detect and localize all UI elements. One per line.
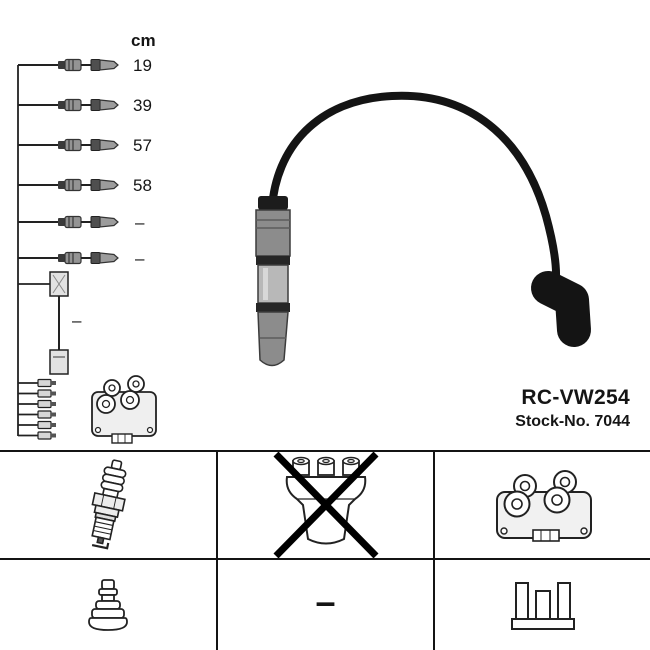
- cable-boot: [531, 271, 591, 347]
- cable-wire: [268, 91, 561, 292]
- cable-length-6: –: [135, 249, 145, 268]
- plug-terminal-icon: [88, 579, 128, 631]
- coil-lead-drawing: [49, 271, 69, 375]
- cable-row-6: [17, 251, 119, 265]
- distributor-cap-icon: [273, 452, 378, 558]
- cross-icon: [273, 452, 378, 558]
- cable-row-5: [17, 215, 119, 229]
- spark-plug-icon: [91, 459, 127, 550]
- cable-length-2: 39: [133, 96, 152, 115]
- coil-pack-small: [91, 375, 157, 444]
- legend-cell-ignition-coil: [433, 450, 650, 558]
- cable-length-5: –: [135, 213, 145, 232]
- coil-lead-length: –: [72, 311, 82, 330]
- coil-terminal-icon: [510, 582, 575, 630]
- cable-row-3: [17, 138, 119, 152]
- cable-length-4: 58: [133, 176, 152, 195]
- cable-length-1: 19: [133, 56, 152, 75]
- cable-length-3: 57: [133, 136, 152, 155]
- legend-cell-plug-terminal: [0, 558, 216, 650]
- cable-row-4: [17, 178, 119, 192]
- cable-rows: [17, 58, 119, 265]
- cable-row-1: [17, 58, 119, 72]
- ignition-coil-icon: [495, 470, 592, 542]
- legend-cell-distributor-cap: [216, 450, 433, 558]
- dash-label: –: [315, 581, 336, 622]
- legend-grid: –: [0, 450, 650, 650]
- legend-cell-coil-terminal: [433, 558, 650, 650]
- diagram-canvas: [17, 58, 591, 444]
- legend-cell-none: –: [216, 558, 433, 650]
- main-cable-drawing: [255, 91, 591, 367]
- legend-cell-spark-plug: [0, 450, 216, 558]
- terminal-stack: [37, 378, 57, 440]
- length-bracket: [17, 65, 50, 437]
- cable-row-2: [17, 98, 119, 112]
- product-model: RC-VW254: [521, 386, 630, 409]
- stock-number: Stock-No. 7044: [515, 413, 630, 430]
- cable-connector: [255, 196, 291, 367]
- unit-header: cm: [131, 31, 156, 50]
